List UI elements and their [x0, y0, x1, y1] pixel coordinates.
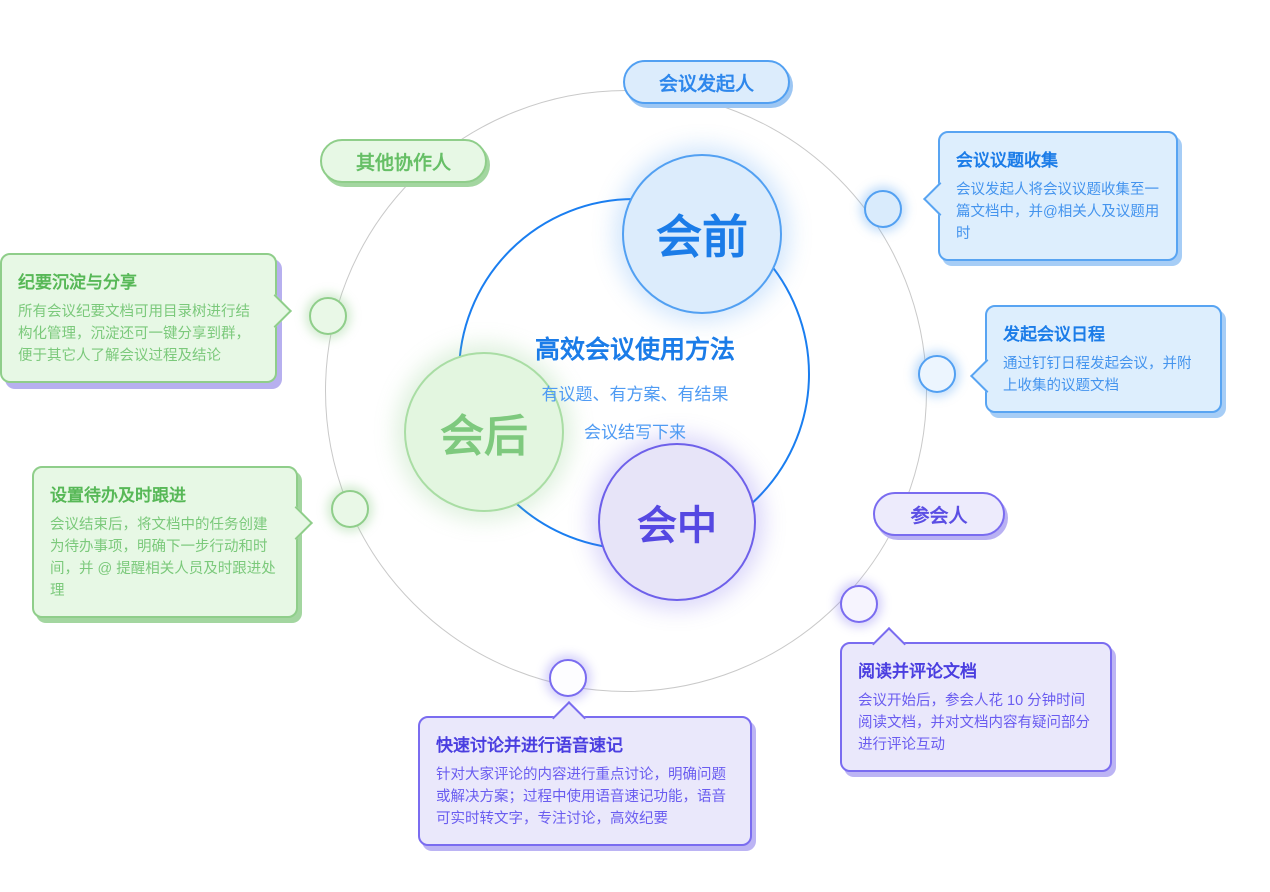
callout-pointer-left-icon — [923, 182, 957, 216]
node-todo-followup — [331, 490, 369, 528]
callout-schedule: 发起会议日程 通过钉钉日程发起会议，并附上收集的议题文档 — [970, 305, 1222, 413]
callout-pointer-right-icon — [258, 294, 292, 328]
node-schedule — [918, 355, 956, 393]
role-pill-organizer-label: 会议发起人 — [658, 73, 754, 95]
center-text-block: 高效会议使用方法 有议题、有方案、有结果 会议结写下来 — [470, 330, 800, 443]
callout-body: 通过钉钉日程发起会议，并附上收集的议题文档 — [1003, 356, 1192, 394]
node-share-minutes — [309, 297, 347, 335]
callout-share-minutes: 纪要沉淀与分享 所有会议纪要文档可用目录树进行结构化管理，沉淀还可一键分享到群，… — [0, 253, 292, 383]
callout-body: 所有会议纪要文档可用目录树进行结构化管理，沉淀还可一键分享到群，便于其它人了解会… — [18, 304, 250, 364]
phase-circle-during-meeting: 会中 — [598, 443, 756, 601]
role-pill-collaborators-label: 其他协作人 — [355, 152, 451, 174]
callout-title: 纪要沉淀与分享 — [18, 273, 137, 292]
node-topic-collection — [864, 190, 902, 228]
role-pill-participants-label: 参会人 — [910, 505, 968, 527]
callout-title: 快速讨论并进行语音速记 — [436, 736, 623, 755]
callout-body: 会议发起人将会议议题收集至一篇文档中，并@相关人及议题用时 — [956, 182, 1160, 242]
callout-title: 设置待办及时跟进 — [50, 486, 186, 505]
callout-topic-collection: 会议议题收集 会议发起人将会议议题收集至一篇文档中，并@相关人及议题用时 — [923, 131, 1178, 261]
callout-title: 阅读并评论文档 — [858, 662, 977, 681]
center-subtitle-line2: 会议结写下来 — [584, 423, 686, 442]
phase-label-before: 会前 — [656, 211, 748, 263]
role-pill-organizer: 会议发起人 — [623, 60, 790, 104]
callout-title: 会议议题收集 — [956, 151, 1058, 170]
callout-discuss-shorthand: 快速讨论并进行语音速记 针对大家评论的内容进行重点讨论，明确问题或解决方案；过程… — [418, 701, 752, 846]
phase-circle-after-meeting: 会后 — [404, 352, 564, 512]
callout-pointer-right-icon — [279, 506, 313, 540]
callout-todo-followup: 设置待办及时跟进 会议结束后，将文档中的任务创建为待办事项，明确下一步行动和时间… — [32, 466, 313, 618]
callout-pointer-left-icon — [970, 359, 1004, 393]
center-subtitle-line1: 有议题、有方案、有结果 — [541, 385, 729, 404]
phase-label-after: 会后 — [440, 412, 528, 461]
callout-title: 发起会议日程 — [1003, 325, 1105, 344]
role-pill-participants: 参会人 — [873, 492, 1005, 536]
node-discuss-shorthand — [549, 659, 587, 697]
callout-pointer-up-icon — [872, 627, 906, 661]
callout-body: 会议结束后，将文档中的任务创建为待办事项，明确下一步行动和时间，并 @ 提醒相关… — [50, 517, 276, 599]
callout-body: 会议开始后，参会人花 10 分钟时间阅读文档，并对文档内容有疑问部分进行评论互动 — [858, 693, 1090, 753]
role-pill-collaborators: 其他协作人 — [320, 139, 487, 183]
phase-circle-before-meeting: 会前 — [622, 154, 782, 314]
center-title: 高效会议使用方法 — [534, 336, 735, 364]
phase-label-during: 会中 — [637, 504, 717, 548]
node-read-comment — [840, 585, 878, 623]
callout-read-comment: 阅读并评论文档 会议开始后，参会人花 10 分钟时间阅读文档，并对文档内容有疑问… — [840, 627, 1112, 772]
callout-body: 针对大家评论的内容进行重点讨论，明确问题或解决方案；过程中使用语音速记功能，语音… — [436, 767, 726, 827]
callout-pointer-up-icon — [552, 701, 586, 735]
